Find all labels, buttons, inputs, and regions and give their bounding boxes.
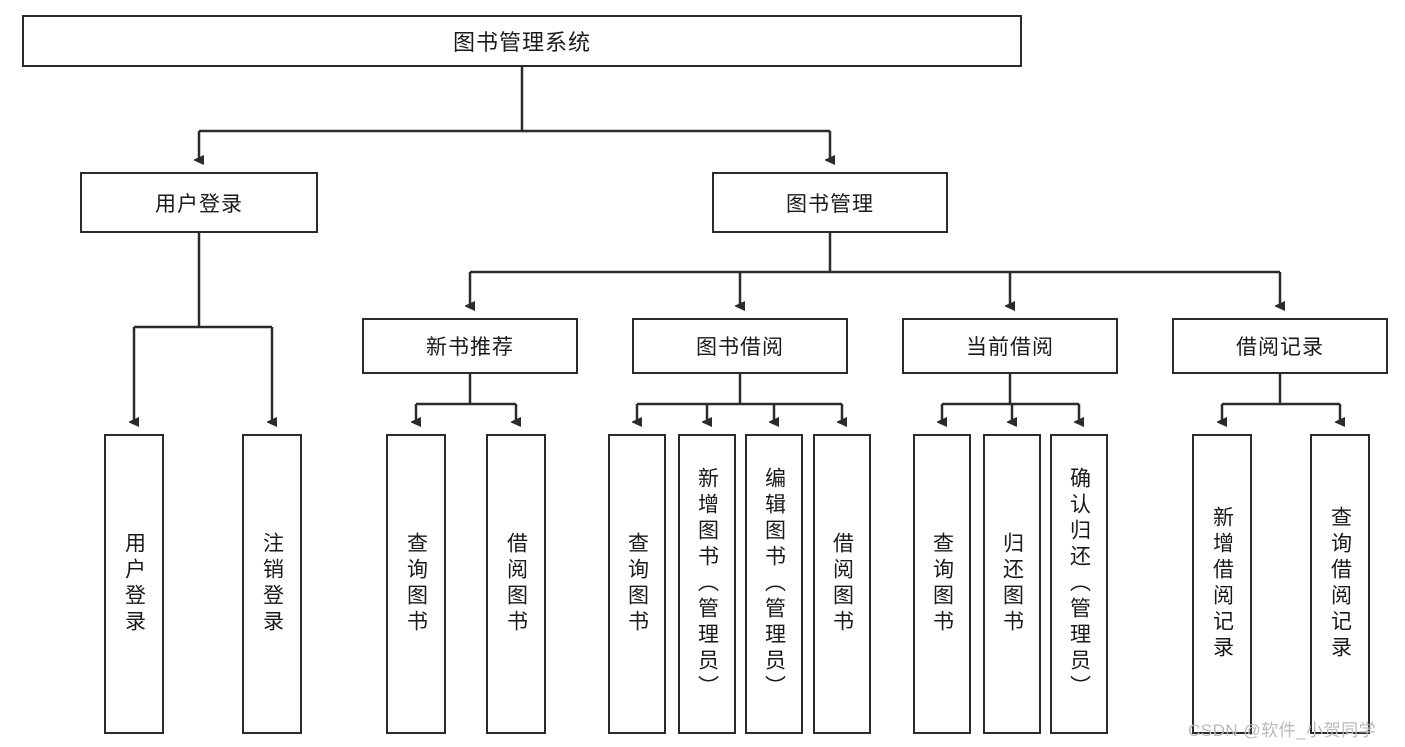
node-label: 新书推荐 — [426, 336, 514, 359]
leaf-borrow-book-new[interactable]: 借阅图书 — [486, 434, 546, 734]
leaf-search-borrow-record[interactable]: 查询借阅记录 — [1310, 434, 1370, 734]
node-label: 编辑图书（管理员） — [762, 467, 786, 701]
node-label: 借阅记录 — [1236, 336, 1324, 359]
node-label: 借阅图书 — [504, 532, 528, 636]
node-root-system[interactable]: 图书管理系统 — [22, 15, 1022, 67]
node-label: 图书管理 — [786, 192, 874, 216]
node-label: 查询图书 — [404, 532, 428, 636]
node-borrow-record[interactable]: 借阅记录 — [1172, 318, 1388, 374]
leaf-edit-book-admin[interactable]: 编辑图书（管理员） — [745, 434, 803, 734]
node-label: 当前借阅 — [966, 336, 1054, 359]
node-label: 注销登录 — [260, 532, 284, 636]
node-book-borrow[interactable]: 图书借阅 — [632, 318, 848, 374]
node-new-book-recommend[interactable]: 新书推荐 — [362, 318, 578, 374]
node-book-management[interactable]: 图书管理 — [712, 172, 948, 233]
leaf-confirm-return-admin[interactable]: 确认归还（管理员） — [1050, 434, 1108, 734]
node-label: 确认归还（管理员） — [1067, 467, 1091, 701]
node-user-login[interactable]: 用户登录 — [80, 172, 318, 233]
node-label: 查询借阅记录 — [1328, 506, 1352, 662]
node-label: 图书借阅 — [696, 336, 784, 359]
node-label: 新增图书（管理员） — [695, 467, 719, 701]
leaf-search-book-borrow[interactable]: 查询图书 — [608, 434, 666, 734]
leaf-return-book[interactable]: 归还图书 — [983, 434, 1041, 734]
leaf-add-borrow-record[interactable]: 新增借阅记录 — [1192, 434, 1252, 734]
node-label: 查询图书 — [930, 532, 954, 636]
leaf-add-book-admin[interactable]: 新增图书（管理员） — [678, 434, 736, 734]
leaf-logout[interactable]: 注销登录 — [242, 434, 302, 734]
node-label: 归还图书 — [1000, 532, 1024, 636]
watermark-csdn: CSDN @软件_小贺同学 — [1188, 721, 1377, 740]
node-label: 借阅图书 — [830, 532, 854, 636]
leaf-search-book-new[interactable]: 查询图书 — [386, 434, 446, 734]
node-label: 用户登录 — [155, 192, 243, 216]
leaf-user-login[interactable]: 用户登录 — [104, 434, 164, 734]
node-label: 图书管理系统 — [452, 30, 591, 55]
node-current-borrow[interactable]: 当前借阅 — [902, 318, 1118, 374]
node-label: 用户登录 — [122, 532, 146, 636]
leaf-search-book-current[interactable]: 查询图书 — [913, 434, 971, 734]
node-label: 新增借阅记录 — [1210, 506, 1234, 662]
leaf-borrow-book[interactable]: 借阅图书 — [813, 434, 871, 734]
node-label: 查询图书 — [625, 532, 649, 636]
